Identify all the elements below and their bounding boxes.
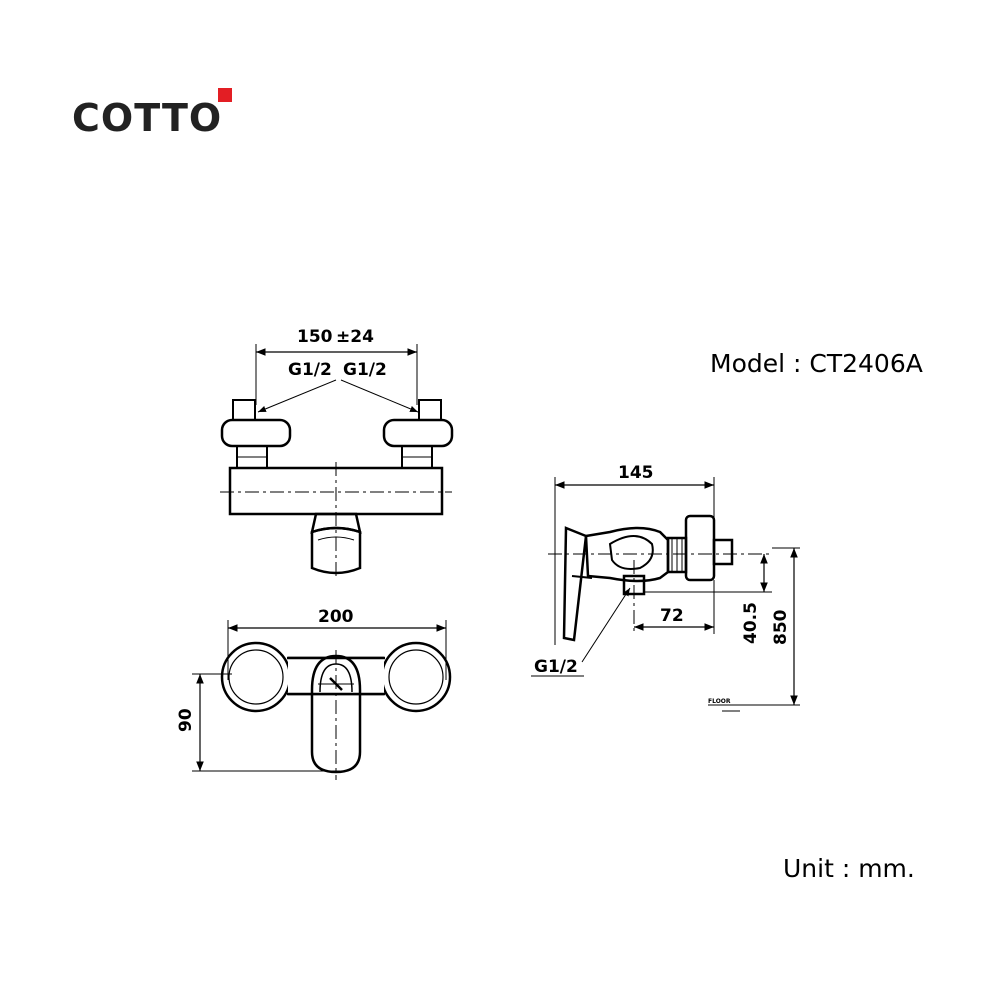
- inlet-nut-left: [232, 399, 256, 421]
- dim-height-value: 90: [176, 708, 196, 732]
- inlet-left-label: G1/2: [288, 360, 332, 380]
- dim-outlet-height-value: 40.5: [741, 602, 761, 644]
- brand-accent-square: [218, 88, 232, 102]
- escutcheon-front-left: [220, 641, 292, 713]
- inlet-nut-right: [418, 399, 442, 421]
- front-view: 200 90: [176, 607, 452, 780]
- leader-line-left: [257, 379, 337, 413]
- model-label: Model : CT2406A: [710, 349, 923, 378]
- dim-spacing-tolerance: ±24: [336, 327, 374, 347]
- top-view: 150 ±24 G1/2 G1/2: [220, 327, 454, 580]
- handle-top: [310, 526, 362, 575]
- dim-mount-height-value: 850: [771, 609, 791, 645]
- dim-spacing-value: 150: [297, 327, 333, 347]
- dim-outlet-offset-value: 72: [660, 606, 684, 626]
- floor-label: FLOOR: [708, 698, 731, 705]
- inlet-right-label: G1/2: [343, 360, 387, 380]
- side-view: 145 72: [531, 463, 800, 712]
- dim-width-value: 200: [318, 607, 354, 627]
- leader-line-right: [340, 379, 419, 413]
- escutcheon-front-right: [380, 641, 452, 713]
- unit-label: Unit : mm.: [783, 854, 915, 883]
- handle-front: [310, 654, 362, 774]
- leader-line-outlet: [581, 587, 631, 663]
- inlet-nut-side: [712, 538, 734, 566]
- escutcheon-side: [684, 514, 716, 582]
- brand-logo: COTTO: [72, 96, 223, 140]
- escutcheon-right: [382, 418, 454, 448]
- escutcheon-left: [220, 418, 292, 448]
- handle-side: [562, 526, 588, 642]
- outlet-thread-label: G1/2: [534, 657, 578, 677]
- dim-depth-value: 145: [618, 463, 654, 483]
